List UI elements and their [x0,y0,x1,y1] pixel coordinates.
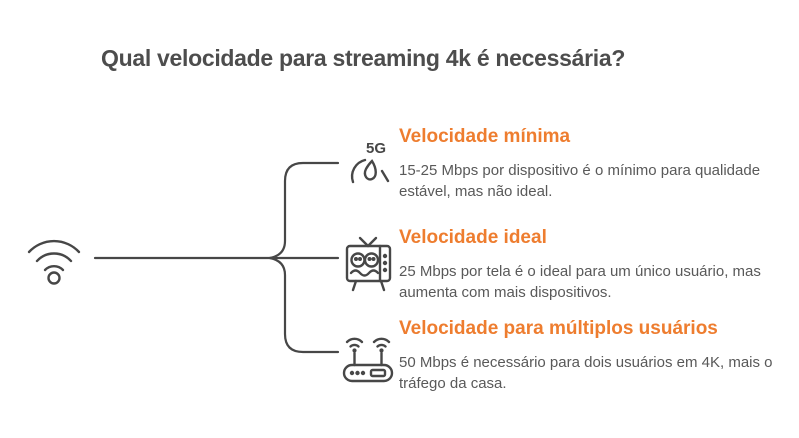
5g-icon-label: 5G [366,140,386,157]
wifi-icon [27,239,81,285]
branch-text-block: Velocidade para múltiplos usuários 50 Mb… [399,317,777,394]
branch-text-block: Velocidade ideal 25 Mbps por tela é o id… [399,226,777,303]
router-icon [342,337,394,383]
page-title: Qual velocidade para streaming 4k é nece… [101,45,626,71]
branch-text-block: Velocidade mínima 15-25 Mbps por disposi… [399,125,777,202]
branch-body: 25 Mbps por tela é o ideal para um único… [399,263,761,301]
branch-body: 50 Mbps é necessário para dois usuários … [399,354,773,392]
branch-body: 15-25 Mbps por dispositivo é o mínimo pa… [399,162,761,200]
5g-speedometer-icon: 5G [350,140,390,184]
branch-heading: Velocidade mínima [399,126,571,147]
branch-heading: Velocidade ideal [399,227,547,248]
connector-bottom-branch [268,256,340,354]
connector-top-branch [268,161,340,260]
branch-heading: Velocidade para múltiplos usuários [399,318,718,339]
tv-icon [345,236,392,292]
